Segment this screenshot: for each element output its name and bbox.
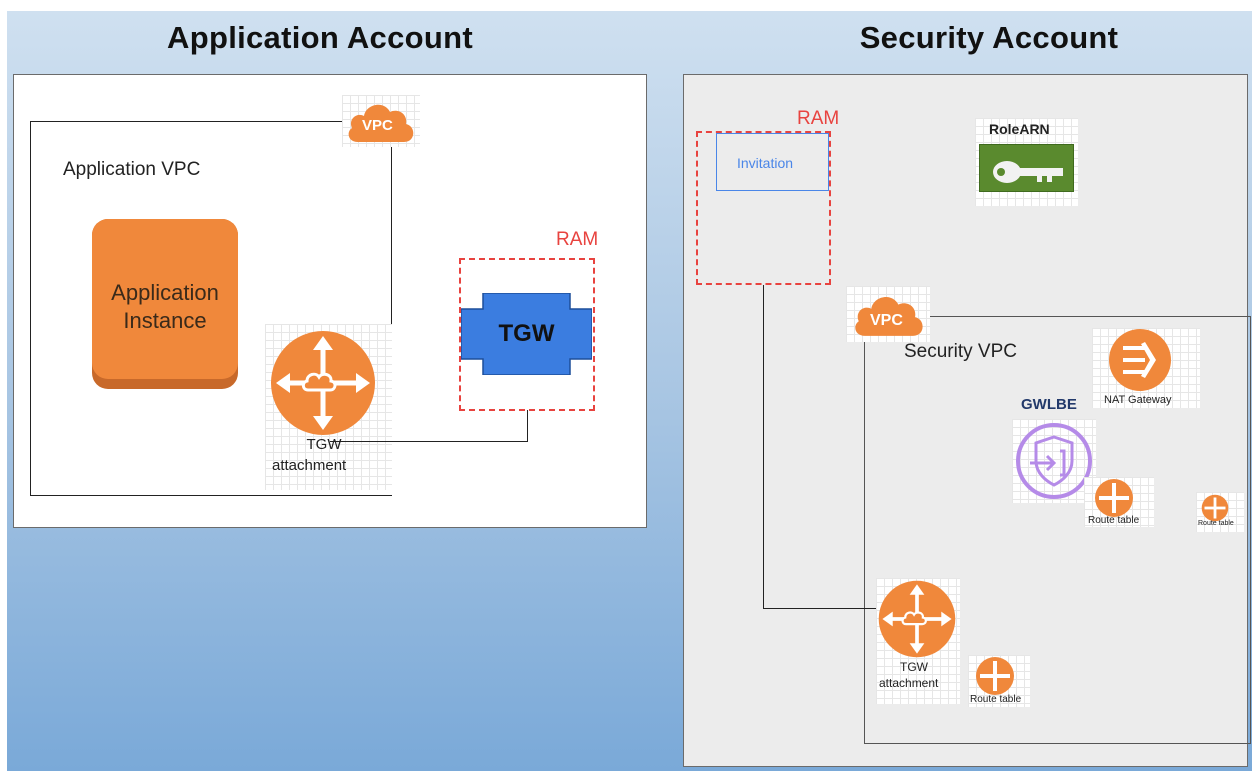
sec-tgw-attachment-line1: TGW xyxy=(900,660,928,674)
nat-gateway-icon xyxy=(1109,329,1171,391)
instance-label-line2: Instance xyxy=(123,308,207,333)
sec-ram-label: RAM xyxy=(797,108,840,129)
app-ram-label: RAM xyxy=(556,229,599,250)
invitation-box[interactable] xyxy=(716,133,829,191)
invitation-label: Invitation xyxy=(737,155,794,171)
app-vpc-label: Application VPC xyxy=(63,159,201,180)
gwlbe-shield-icon xyxy=(1016,423,1092,499)
sec-vpc-label: Security VPC xyxy=(904,341,1017,362)
app-connector-horizontal xyxy=(330,441,527,442)
application-instance[interactable]: Application Instance xyxy=(92,219,238,379)
app-tgw-attachment-line2: attachment xyxy=(272,457,347,474)
route-table-3-label: Route table xyxy=(1198,520,1234,527)
app-tgw-attachment-line1: TGW xyxy=(306,436,342,453)
router-icon xyxy=(878,580,956,658)
router-icon xyxy=(1095,479,1133,517)
heading-application-account: Application Account xyxy=(167,20,473,55)
vpc-cloud-icon xyxy=(855,297,923,336)
security-vpc-boundary xyxy=(864,316,1251,744)
app-vpc-border-top xyxy=(30,121,350,122)
instance-label-line1: Application xyxy=(111,280,219,305)
router-icon xyxy=(1201,494,1229,522)
router-icon xyxy=(271,331,375,435)
tgw-label: TGW xyxy=(498,320,555,347)
app-vpc-icon-label: VPC xyxy=(362,117,393,134)
sec-ram-box xyxy=(696,131,831,285)
app-vpc-border-right xyxy=(391,135,392,325)
sec-tgw-attachment-line2: attachment xyxy=(879,676,939,690)
route-table-2-label: Route table xyxy=(970,694,1022,705)
tgw-icon[interactable] xyxy=(461,293,592,375)
app-vpc-border-left xyxy=(30,121,31,496)
key-icon xyxy=(979,144,1074,192)
route-table-1-label: Route table xyxy=(1088,515,1140,526)
sec-vpc-icon-label: VPC xyxy=(870,312,903,329)
nat-gateway-label: NAT Gateway xyxy=(1104,394,1172,406)
sec-connector-horizontal xyxy=(763,608,881,609)
heading-security-account: Security Account xyxy=(859,20,1119,55)
app-ram-box xyxy=(459,258,595,411)
vpc-cloud-icon xyxy=(348,104,414,142)
security-account-panel xyxy=(683,74,1248,767)
sec-connector-vertical xyxy=(763,285,764,608)
app-vpc-border-bottom xyxy=(30,495,392,496)
app-connector-vertical xyxy=(527,410,528,442)
router-icon xyxy=(976,657,1014,695)
gwlbe-label: GWLBE xyxy=(1021,396,1077,413)
role-arn-label: RoleARN xyxy=(989,121,1050,137)
